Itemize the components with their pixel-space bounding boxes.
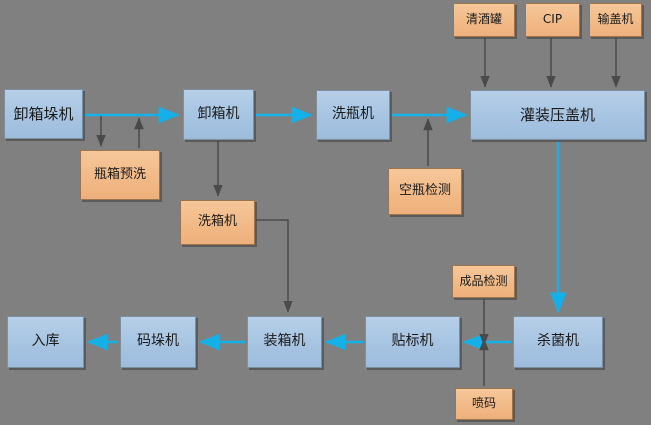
node-label: 喷码: [471, 396, 496, 411]
node-bright_beer_tank[interactable]: 清酒罐: [453, 3, 515, 37]
node-label: 洗瓶机: [332, 106, 374, 123]
node-case_washer[interactable]: 洗箱机: [180, 200, 255, 245]
node-cap_feeder[interactable]: 输盖机: [589, 3, 642, 37]
node-label: 空瓶检测: [398, 183, 451, 199]
edge-case_washer-to-caser: [256, 219, 293, 313]
node-label: 贴标机: [391, 333, 434, 350]
node-uncaser[interactable]: 卸箱机: [183, 89, 254, 140]
node-label: 卸箱垛机: [13, 104, 74, 123]
node-label: 灌装压盖机: [519, 105, 595, 124]
node-label: 洗箱机: [197, 214, 237, 230]
node-palletizer[interactable]: 码垛机: [120, 316, 196, 368]
node-label: 杀菌机: [537, 333, 579, 350]
node-unload_palletizer[interactable]: 卸箱垛机: [4, 89, 83, 139]
node-label: 码垛机: [137, 333, 179, 350]
node-cip[interactable]: CIP: [525, 3, 580, 37]
node-label: 入库: [31, 333, 60, 350]
node-label: 清酒罐: [465, 12, 502, 27]
node-label: 装箱机: [263, 333, 306, 350]
node-filler_capper[interactable]: 灌装压盖机: [470, 90, 645, 140]
node-warehouse[interactable]: 入库: [7, 316, 84, 368]
node-label: CIP: [542, 12, 563, 27]
node-coder[interactable]: 喷码: [455, 388, 513, 420]
node-label: 输盖机: [597, 12, 634, 27]
node-product_insp[interactable]: 成品检测: [452, 265, 515, 298]
node-empty_bottle_insp[interactable]: 空瓶检测: [388, 168, 462, 215]
node-pasteurizer[interactable]: 杀菌机: [513, 316, 603, 368]
node-label: 成品检测: [459, 273, 508, 288]
node-labeler[interactable]: 贴标机: [365, 316, 460, 368]
node-bottle_case_prewash[interactable]: 瓶箱预洗: [80, 150, 160, 200]
node-label: 卸箱机: [197, 105, 240, 122]
node-label: 瓶箱预洗: [93, 166, 146, 182]
node-bottle_washer[interactable]: 洗瓶机: [316, 90, 390, 140]
node-caser[interactable]: 装箱机: [247, 316, 322, 368]
